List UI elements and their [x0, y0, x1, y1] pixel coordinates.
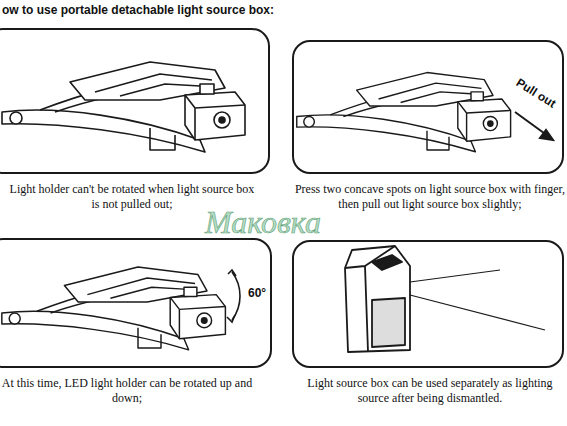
light-box-drawing — [345, 246, 545, 352]
panel-label: 60° — [248, 286, 266, 300]
instruction-panel: At this time, LED light holder can be ro… — [0, 238, 272, 368]
panel-caption: At this time, LED light holder can be ro… — [0, 376, 257, 406]
pull-arrow — [515, 112, 553, 140]
page-title: ow to use portable detachable light sour… — [2, 3, 274, 17]
instruction-panel: Light source box can be used separately … — [292, 240, 564, 368]
panel-caption: Light source box can be used separately … — [294, 376, 566, 406]
panel-caption: Press two concave spots on light source … — [294, 182, 566, 212]
rotation-arrow — [227, 270, 240, 322]
magnifier-drawing — [297, 73, 511, 152]
magnifier-drawing — [2, 267, 226, 350]
magnifier-drawing — [2, 62, 245, 152]
instruction-panel: Light holder can't be rotated when light… — [0, 28, 270, 174]
watermark: Маковка — [205, 206, 321, 238]
panel-label: Pull out — [514, 75, 559, 110]
instruction-panel: Press two concave spots on light source … — [292, 40, 564, 174]
